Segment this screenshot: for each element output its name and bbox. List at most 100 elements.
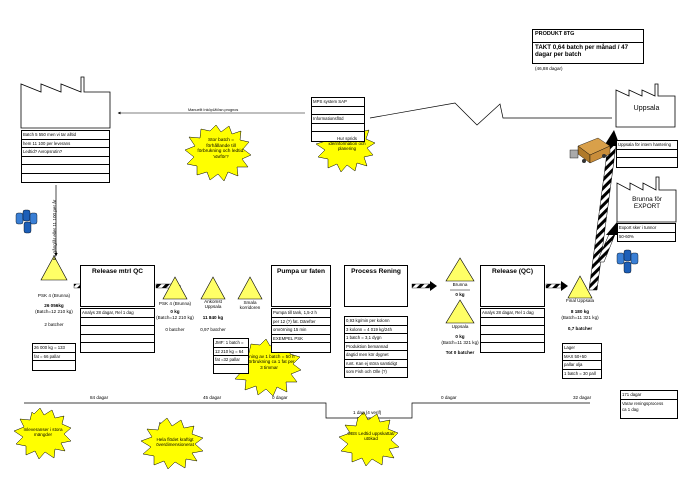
small-row: Lager	[563, 344, 601, 353]
proc-row: per 12 (?) fat. Därefter	[272, 318, 330, 326]
timeline-label: 0 dagar	[441, 395, 457, 400]
push-arrow-3	[411, 281, 437, 291]
proc-row: 0,93 kg/min per kolonn	[345, 317, 407, 326]
burst-b1	[184, 124, 252, 182]
total-sub-1: Varav reningsprocess	[622, 401, 664, 406]
supplier-factory-shape	[20, 76, 111, 129]
supplier-row	[22, 174, 109, 183]
supplier-row	[22, 157, 109, 165]
proc-row: Produktion bemannad	[345, 343, 407, 351]
supplier-table: Batch 5 550 men vi tar alltid hem 11 100…	[21, 130, 110, 183]
proc-row: 3 kolonn = 4 019 kg/24h	[345, 326, 407, 334]
burst-b1-text: Stor batch = förhållande till förbruknin…	[197, 138, 245, 160]
inv-ankomst-label: Ankomst Uppsala	[204, 299, 222, 310]
small-row: MAX 50+50	[563, 353, 601, 361]
manual-info-label: Manuellt InköpUtlösn.prognos	[188, 108, 239, 112]
burst-b2-text: Hur sprids idé/information och planering	[328, 136, 366, 152]
small-row: fat =32 pallar	[214, 356, 248, 365]
proc-row	[481, 318, 544, 326]
proc-row: Pumpa till tank, 1,5-2 h	[272, 309, 330, 318]
process-title: Release (QC)	[491, 268, 534, 275]
process-title: Release mtrl QC	[92, 268, 143, 275]
planning-row: Informationsflöd	[312, 115, 364, 124]
small-row: 26 000 kg = 133	[33, 344, 75, 353]
proc-row: dagtid men kör dygnet	[345, 351, 407, 360]
burst-b4	[13, 407, 72, 460]
inventory-triangle-final	[567, 275, 593, 299]
customer-uppsala-name: Uppsala	[633, 105, 660, 112]
customer-export-name: Brunna för EXPORT	[632, 196, 662, 211]
proc-row	[81, 326, 154, 335]
proc-row	[481, 326, 544, 335]
uppsala-row: Uppsala för intern hantering	[617, 141, 677, 150]
process-title: Process Rening	[351, 268, 401, 275]
inventory-triangle-brunna	[445, 257, 475, 282]
proc-row	[481, 343, 544, 352]
planning-row	[312, 107, 364, 115]
burst-b5-text: Hela flödet kraftigt överdimensionerat	[156, 437, 194, 448]
proc-row	[81, 343, 154, 352]
inv-psk4-batch: (Batch=12 210 kg)	[35, 309, 73, 314]
planning-row: MPS system SAP	[312, 98, 364, 107]
burst-b5	[140, 417, 204, 470]
small-row: fat = 66 pallar	[33, 353, 75, 361]
inv-uppsala-count: Tot 0 batcher	[445, 350, 475, 355]
process-release-mtrl: Release mtrl QC	[80, 265, 155, 307]
export-row: Export sker i tunnor	[618, 224, 675, 233]
small-row: JMF: 1 batch =	[214, 339, 248, 348]
process-pumpa-table: Pumpa till tank, 1,5-2 h per 12 (?) fat.…	[271, 308, 331, 353]
burst-b6-text: OBS Ledtid uppskattat/ utökad	[347, 431, 395, 442]
proc-row: runt. Kan ej störa samtidigt	[345, 360, 407, 368]
process-pumpa: Pumpa ur faten	[271, 265, 331, 307]
inv-psk4-qty: 26 056kg	[44, 303, 64, 308]
process-rening-table: 0,93 kg/min per kolonn 3 kolonn = 4 019 …	[344, 316, 408, 378]
inv-uppsala-qty: 0 kg	[455, 334, 465, 339]
product-box: PRODUKT 8TG TAKT 0,64 batch per månad / …	[532, 29, 644, 64]
customer-uppsala-table: Uppsala för intern hantering	[616, 140, 678, 168]
planning-table: MPS system SAP Informationsflöd	[311, 97, 365, 142]
burst-b6	[338, 411, 400, 467]
barrel-icon-left	[15, 209, 38, 234]
timeline-total-table: 171 dagar Varav reningsprocess ca 1 dag	[620, 390, 678, 419]
inv-ankomst-qty: 11 840 kg	[202, 315, 224, 320]
product-takt-sub: (46,88 dagar)	[535, 66, 563, 71]
small-table-left: 26 000 kg = 133 fat = 66 pallar	[32, 343, 76, 371]
total-row: 171 dagar	[621, 391, 677, 400]
inv-final-qty: 8 180 kg	[570, 309, 590, 314]
process-title: Pumpa ur faten	[277, 268, 325, 275]
small-table-final: Lager MAX 50+50 pallar olja 1 batch = 30…	[562, 343, 602, 379]
inv-final-count: 0,7 batcher	[567, 326, 593, 331]
process-rening: Process Rening	[344, 265, 408, 307]
timeline-label: 84 dagar	[90, 395, 109, 400]
barrel-icon-right	[616, 249, 639, 274]
proc-row: omrörning 15 min	[272, 326, 330, 335]
timeline-label: 45 dagar	[203, 395, 222, 400]
total-row: Varav reningsprocess ca 1 dag	[621, 400, 677, 418]
customer-export-table: Export sker i tunnor 50-60%	[617, 223, 676, 242]
small-row	[33, 361, 75, 370]
inv-psk4-2-label: PSK 4 (Brunna)	[158, 301, 192, 306]
inventory-triangle-psk4-2	[162, 276, 188, 300]
proc-row: EXEMPEL PSK	[272, 335, 330, 343]
inv-psk4-count: 2 batcher	[44, 322, 64, 327]
product-takt: TAKT 0,64 batch per månad / 47 dagar per…	[535, 44, 629, 59]
proc-row	[481, 335, 544, 343]
lead-time-ladder	[24, 402, 590, 419]
supplier-row: Ledtid? Avropsrutin?	[22, 148, 109, 157]
proc-row	[81, 318, 154, 326]
inv-final-label: Final Uppsala	[565, 298, 595, 303]
proc-row	[81, 335, 154, 343]
export-factory-shape	[616, 176, 677, 223]
small-row: 12 210 kg = 64	[214, 348, 248, 356]
inv-brunna-qty: 0 kg	[455, 292, 465, 297]
uppsala-factory-shape	[615, 83, 676, 128]
small-row: pallar olja	[563, 361, 601, 370]
burst-b3-text: Rening av 1 batch = 50 h = förbrukning c…	[243, 354, 295, 370]
small-row: 1 batch = 30 pall	[564, 370, 596, 376]
small-table-mid: JMF: 1 batch = 12 210 kg = 64 fat =32 pa…	[213, 338, 249, 374]
export-row: 50-60%	[619, 233, 634, 239]
proc-row: som Fish och Olle (?)	[346, 369, 387, 374]
timeline-label: 0 dagar	[272, 395, 288, 400]
truck-icon	[569, 137, 611, 164]
inv-psk4-label: PSK 4 (Brunna)	[37, 293, 71, 298]
